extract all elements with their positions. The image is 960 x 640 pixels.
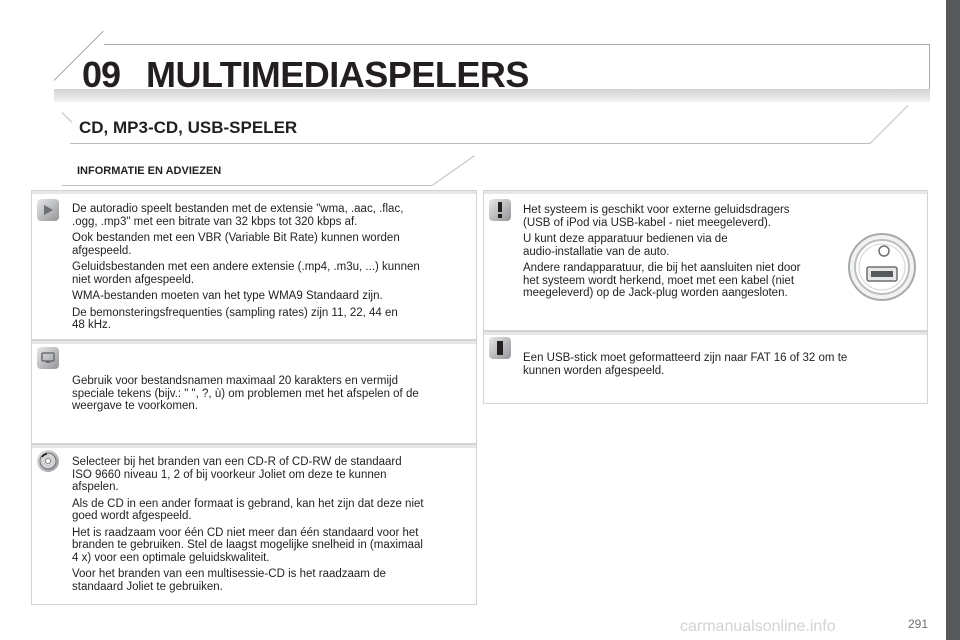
paragraph: Als de CD in een ander formaat is gebran… bbox=[72, 497, 424, 523]
chapter-number: 09 bbox=[82, 54, 121, 95]
info-box-cd-burning: Selecteer bij het branden van een CD-R o… bbox=[31, 444, 477, 605]
paragraph: Gebruik voor bestandsnamen maximaal 20 k… bbox=[72, 375, 419, 412]
paragraph: Het is raadzaam voor één CD niet meer da… bbox=[72, 526, 423, 564]
box-content: Het systeem is geschikt voor externe gel… bbox=[523, 204, 843, 304]
chapter-title: MULTIMEDIASPELERS bbox=[146, 54, 529, 95]
watermark: carmanualsonline.info bbox=[680, 618, 836, 635]
subsection-underline bbox=[62, 185, 432, 186]
info-box-usb-format: Een USB-stick moet geformatteerd zijn na… bbox=[483, 331, 928, 404]
box-strip bbox=[32, 445, 476, 448]
box-strip bbox=[32, 341, 476, 344]
info-box-external-devices: Het systeem is geschikt voor externe gel… bbox=[483, 190, 928, 331]
section-underline bbox=[70, 143, 870, 144]
paragraph: De autoradio speelt bestanden met de ext… bbox=[72, 203, 404, 228]
info-box-audio-formats: De autoradio speelt bestanden met de ext… bbox=[31, 190, 477, 340]
subsection-underline-diagonal bbox=[431, 155, 475, 186]
paragraph: Geluidsbestanden met een andere extensie… bbox=[72, 261, 420, 286]
page-number: 291 bbox=[908, 617, 929, 631]
play-icon bbox=[37, 199, 59, 221]
paragraph: Selecteer bij het branden van een CD-R o… bbox=[72, 456, 402, 493]
info-icon bbox=[489, 337, 511, 359]
usb-port-image bbox=[846, 231, 918, 303]
info-box-filenames: Gebruik voor bestandsnamen maximaal 20 k… bbox=[31, 340, 477, 444]
paragraph: U kunt deze apparatuur bedienen via de a… bbox=[523, 233, 728, 258]
paragraph: Ook bestanden met een VBR (Variable Bit … bbox=[72, 232, 400, 257]
box-strip bbox=[32, 191, 476, 194]
paragraph: Andere randapparatuur, die bij het aansl… bbox=[523, 262, 801, 299]
paragraph: WMA-bestanden moeten van het type WMA9 S… bbox=[72, 290, 383, 302]
paragraph: Een USB-stick moet geformatteerd zijn na… bbox=[523, 352, 848, 377]
header-line-top bbox=[104, 44, 929, 45]
box-content: Een USB-stick moet geformatteerd zijn na… bbox=[523, 352, 923, 381]
box-content: Selecteer bij het branden van een CD-R o… bbox=[72, 456, 472, 597]
right-edge-bar bbox=[946, 0, 960, 640]
paragraph: Het systeem is geschikt voor externe gel… bbox=[523, 204, 790, 229]
box-content: Gebruik voor bestandsnamen maximaal 20 k… bbox=[72, 375, 472, 417]
box-strip bbox=[484, 191, 927, 194]
header-band bbox=[54, 89, 930, 102]
section-underline-diagonal bbox=[869, 104, 909, 144]
subsection-title: INFORMATIE EN ADVIEZEN bbox=[77, 165, 222, 177]
paragraph: Voor het branden van een multisessie-CD … bbox=[72, 568, 386, 593]
cd-icon bbox=[37, 450, 59, 472]
section-line-left bbox=[61, 112, 73, 123]
section-title: CD, MP3-CD, USB-SPELER bbox=[79, 118, 298, 137]
box-strip bbox=[484, 332, 927, 335]
box-content: De autoradio speelt bestanden met de ext… bbox=[72, 203, 472, 336]
warning-icon bbox=[489, 199, 511, 221]
header-line-right bbox=[929, 44, 930, 89]
paragraph: De bemonsteringsfrequenties (sampling ra… bbox=[72, 306, 398, 332]
screen-icon bbox=[37, 347, 59, 369]
